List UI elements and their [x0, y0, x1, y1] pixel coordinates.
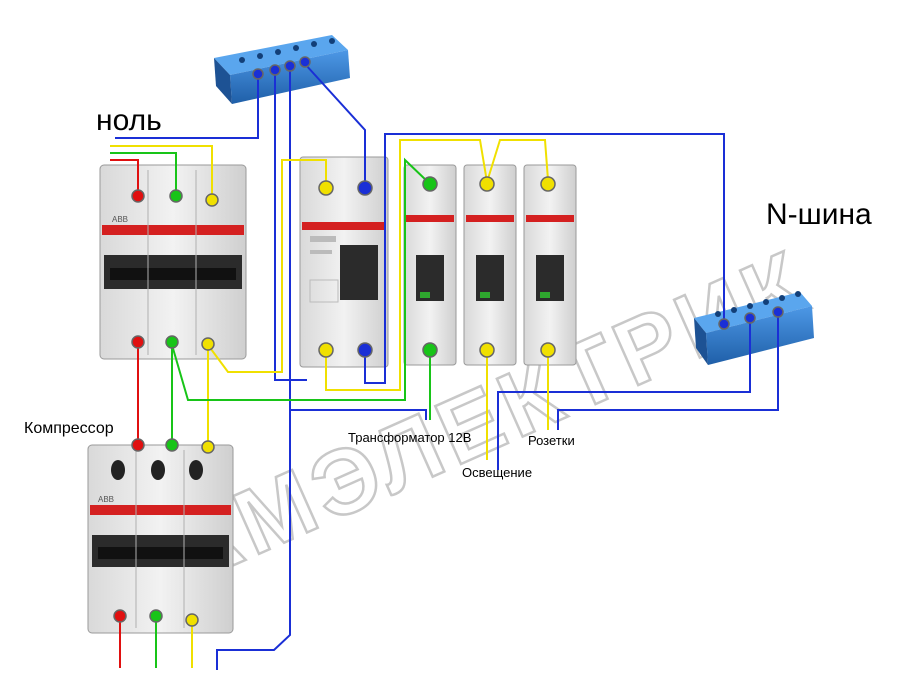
yellow-wires: [110, 139, 549, 668]
label-rozetki: Розетки: [528, 433, 575, 448]
label-transformator: Трансформатор 12В: [348, 430, 472, 445]
label-kompressor: Компрессор: [24, 420, 114, 437]
svg-text:ABB: ABB: [112, 215, 128, 224]
compressor-3pole-breaker: ABB: [87, 444, 234, 634]
breaker-sockets: [523, 164, 577, 366]
main-3pole-breaker: ABB: [99, 164, 247, 360]
neutral-wires: [115, 63, 779, 670]
breaker-lighting: [463, 164, 517, 366]
label-n-shina: N-шина: [766, 198, 872, 231]
red-wires: [110, 159, 139, 668]
svg-text:ABB: ABB: [98, 495, 114, 504]
green-wires: [110, 152, 431, 668]
breaker-transformer: [403, 164, 457, 366]
label-nol: ноль: [96, 104, 162, 137]
terminal-dots: [113, 56, 784, 627]
top-n-busbar: [214, 35, 350, 104]
rcd-device: [299, 156, 389, 368]
label-osveshchenie: Освещение: [462, 465, 533, 480]
